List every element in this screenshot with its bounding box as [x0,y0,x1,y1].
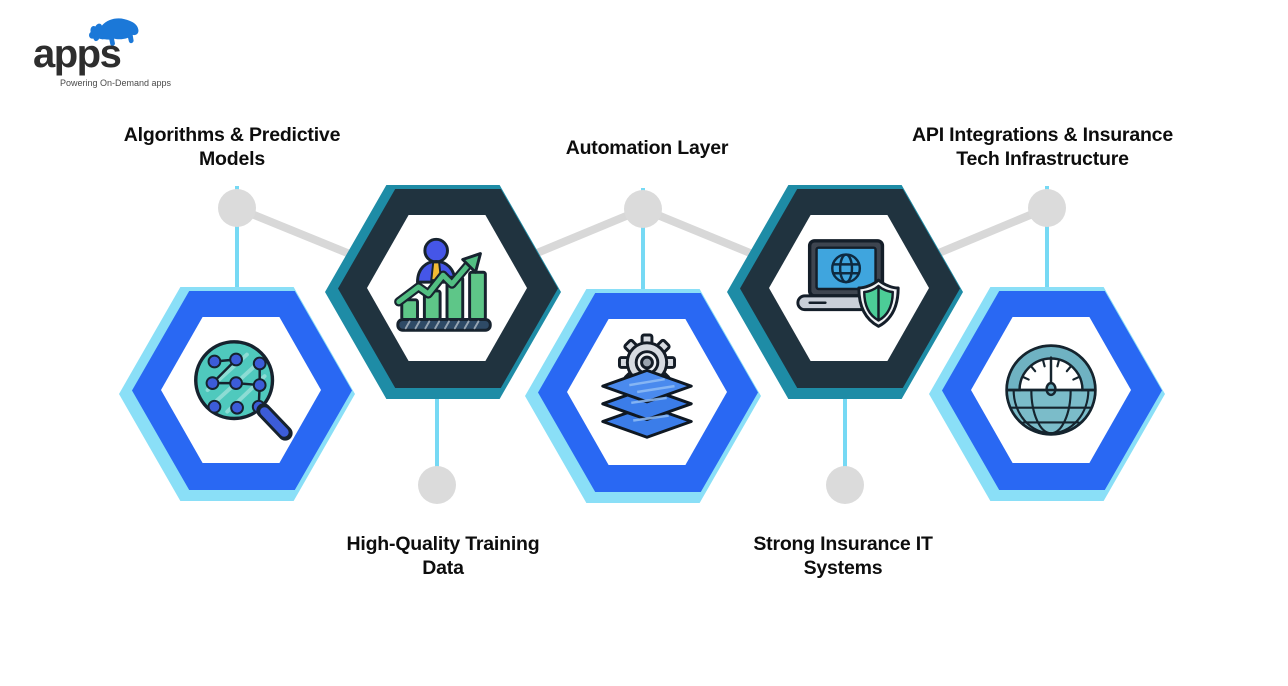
brand-logo: apps Powering On-Demand apps [33,14,233,94]
hexagon-training-data [325,185,561,399]
growth-chart-person-icon [394,237,492,332]
hexagon-automation [525,289,761,503]
hexagon-insurance-it [727,185,963,399]
laptop-shield-icon [796,239,900,328]
label-insurance-it: Strong Insurance IT Systems [753,533,933,579]
gear-layers-icon [601,333,693,439]
label-automation: Automation Layer [565,137,729,159]
rhino-logo-icon [89,18,139,46]
globe-gauge-icon [1005,344,1097,436]
hexagon-algorithms [119,287,355,501]
brand-wordmark: apps [33,32,122,76]
brand-tagline: Powering On-Demand apps [60,78,172,88]
label-training-data: High-Quality Training Data [346,533,540,579]
hexagon-api-integrations [929,287,1165,501]
network-magnifier-icon [194,340,293,441]
label-api-integrations: API Integrations & Insurance Tech Infras… [912,124,1173,170]
label-algorithms: Algorithms & Predictive Models [123,124,341,170]
